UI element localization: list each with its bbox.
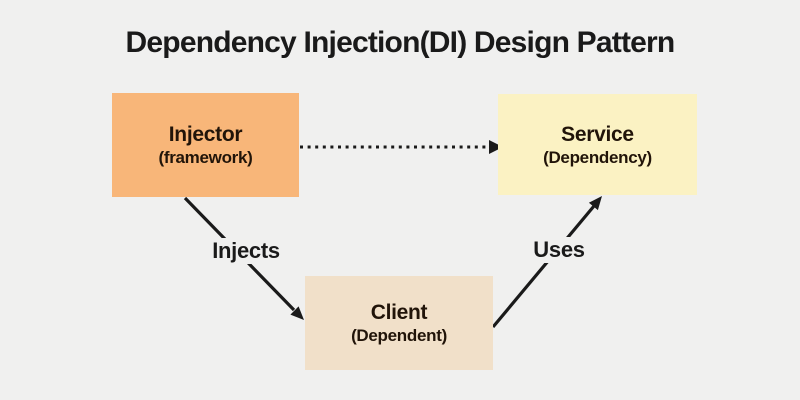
arrowhead-down-right-icon <box>290 306 304 320</box>
arrow-injector-to-service <box>300 140 503 154</box>
node-client: Client (Dependent) <box>305 276 493 370</box>
node-client-label: Client <box>370 301 428 324</box>
node-client-sublabel: (Dependent) <box>351 326 447 345</box>
diagram-title: Dependency Injection(DI) Design Pattern <box>125 26 676 59</box>
edge-label-injects: Injects <box>209 238 283 264</box>
node-injector-sublabel: (framework) <box>158 148 253 167</box>
solid-line <box>491 204 596 329</box>
node-service: Service (Dependency) <box>498 94 697 195</box>
node-service-sublabel: (Dependency) <box>543 147 652 167</box>
node-service-label: Service <box>561 122 634 146</box>
edge-label-uses: Uses <box>530 237 588 263</box>
arrowhead-up-right-icon <box>588 196 602 211</box>
node-injector: Injector (framework) <box>112 93 299 197</box>
node-injector-label: Injector <box>168 123 243 146</box>
